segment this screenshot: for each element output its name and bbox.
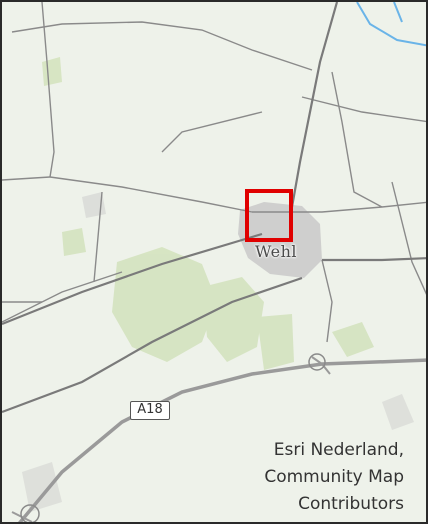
map-attribution: Esri Nederland, Community Map Contributo… — [214, 437, 404, 518]
attribution-line-3: Contributors — [298, 494, 404, 514]
highway-shield: A18 — [130, 401, 170, 420]
attribution-line-1: Esri Nederland, — [273, 440, 404, 460]
waterways — [356, 2, 426, 47]
attribution-line-2: Community Map — [264, 467, 404, 487]
junctions — [20, 353, 326, 522]
place-label-wehl: Wehl — [255, 242, 298, 261]
minor-roads — [2, 2, 426, 343]
vegetation-areas — [42, 57, 374, 370]
selection-highlight-box — [245, 189, 293, 242]
